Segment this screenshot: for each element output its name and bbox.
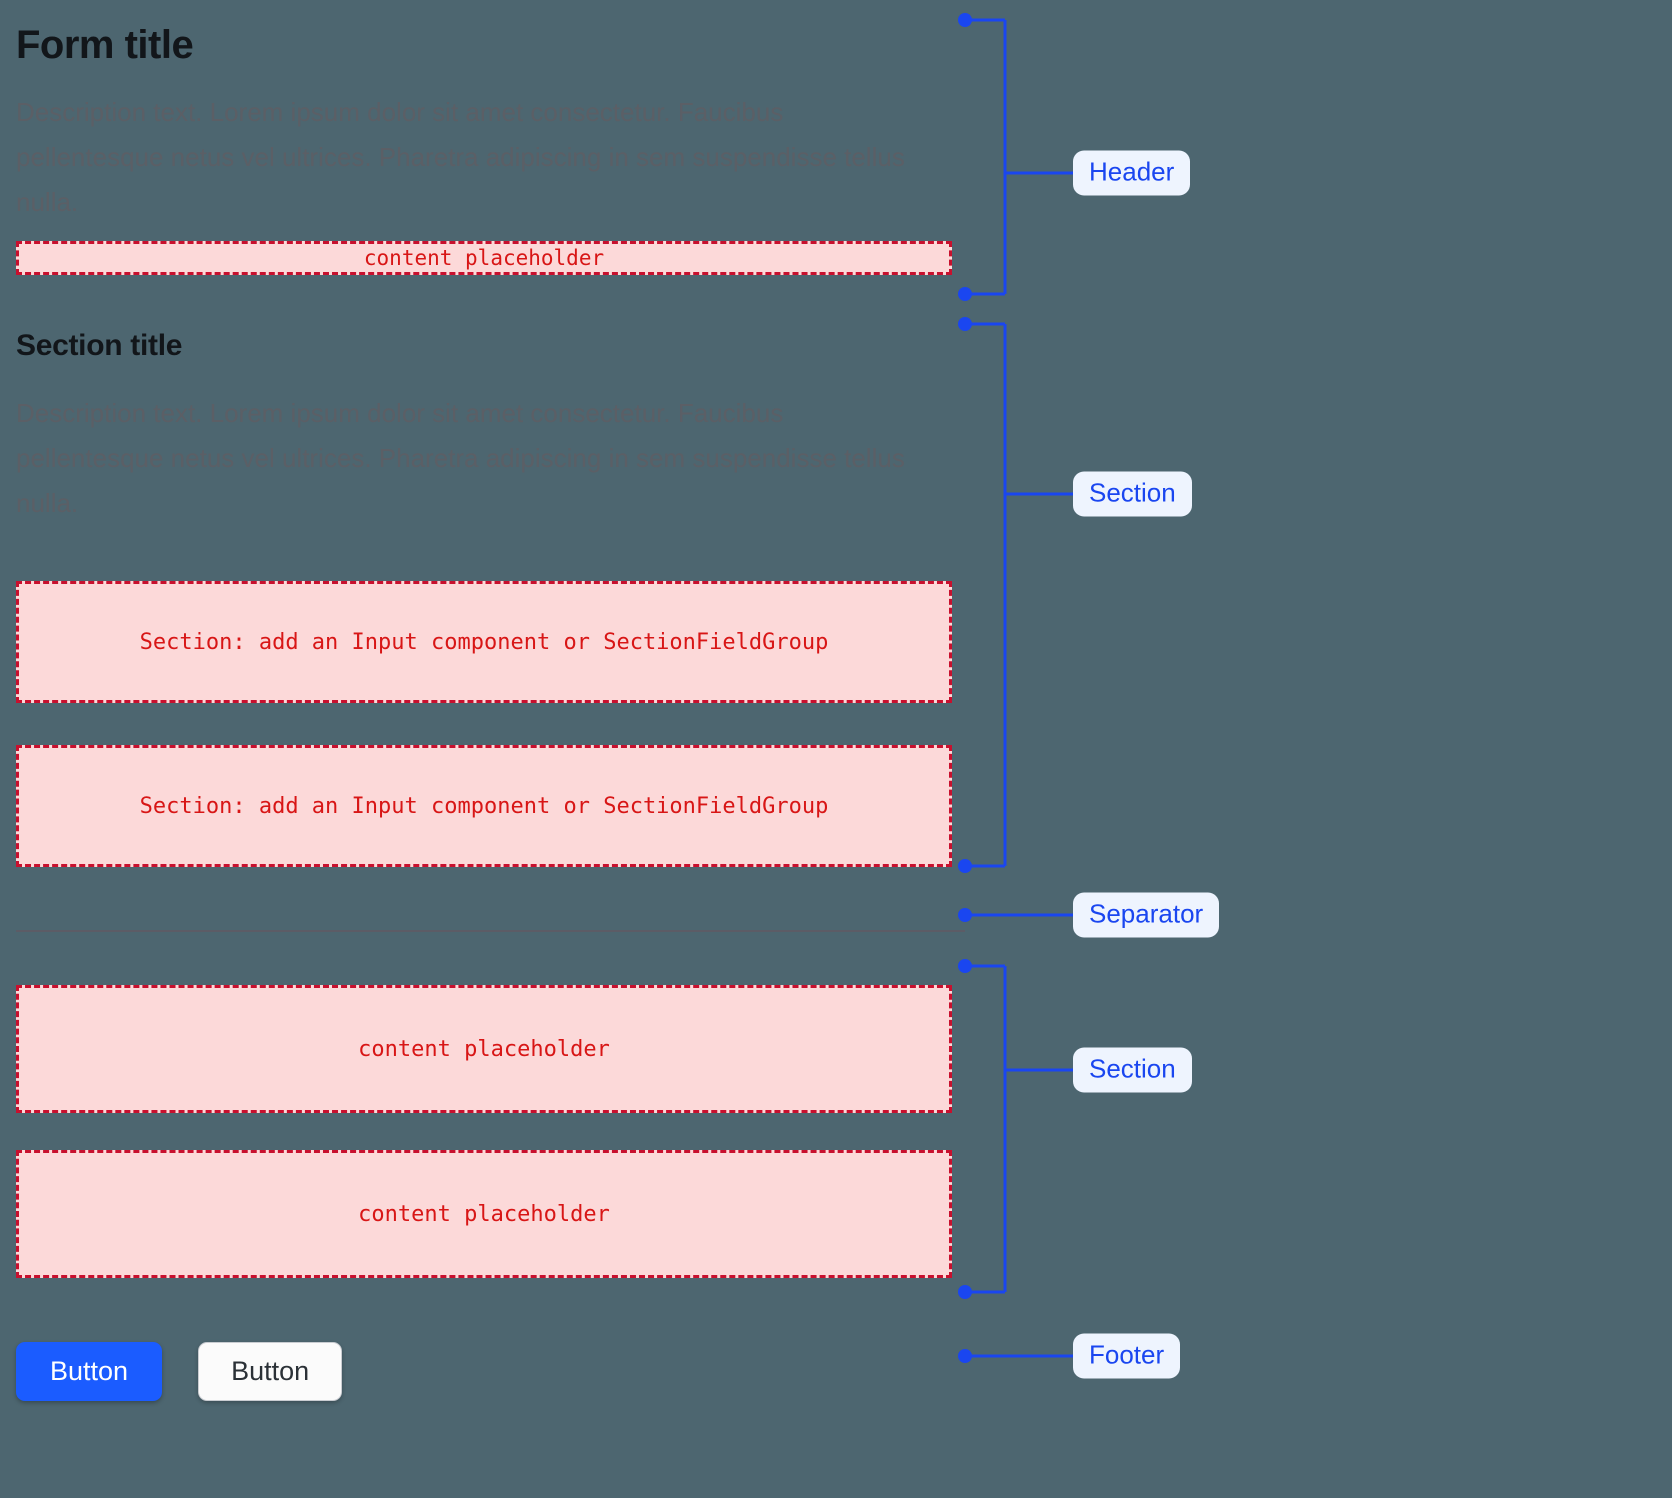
header-description: Description text. Lorem ipsum dolor sit …: [16, 97, 905, 217]
section-two-content-placeholder: content placeholder: [16, 985, 952, 1114]
annotation-badge-header[interactable]: Header: [1073, 150, 1191, 196]
section-two: content placeholder content placeholder: [16, 985, 952, 1279]
separator: [16, 930, 965, 933]
section-two-content-placeholder: content placeholder: [16, 1150, 952, 1279]
secondary-button[interactable]: Button: [198, 1342, 343, 1402]
form-column: Form title Description text. Lorem ipsum…: [16, 0, 965, 1402]
header-content-placeholder: content placeholder: [16, 240, 952, 275]
section-field-placeholder: Section: add an Input component or Secti…: [16, 745, 952, 868]
section-one-title: Section title: [16, 328, 183, 362]
section-one: Section title Description text. Lorem ip…: [16, 328, 952, 868]
form-header: Form title Description text. Lorem ipsum…: [16, 22, 952, 275]
form-footer: Button Button: [16, 1342, 952, 1402]
annotation-badge-footer[interactable]: Footer: [1073, 1333, 1181, 1379]
section-field-placeholder: Section: add an Input component or Secti…: [16, 581, 952, 704]
primary-button[interactable]: Button: [16, 1342, 163, 1402]
annotation-badge-section[interactable]: Section: [1073, 471, 1192, 517]
annotation-badge-section[interactable]: Section: [1073, 1047, 1192, 1093]
annotation-badge-separator[interactable]: Separator: [1073, 892, 1220, 938]
page-title: Form title: [16, 23, 194, 67]
section-one-description: Description text. Lorem ipsum dolor sit …: [16, 398, 905, 519]
